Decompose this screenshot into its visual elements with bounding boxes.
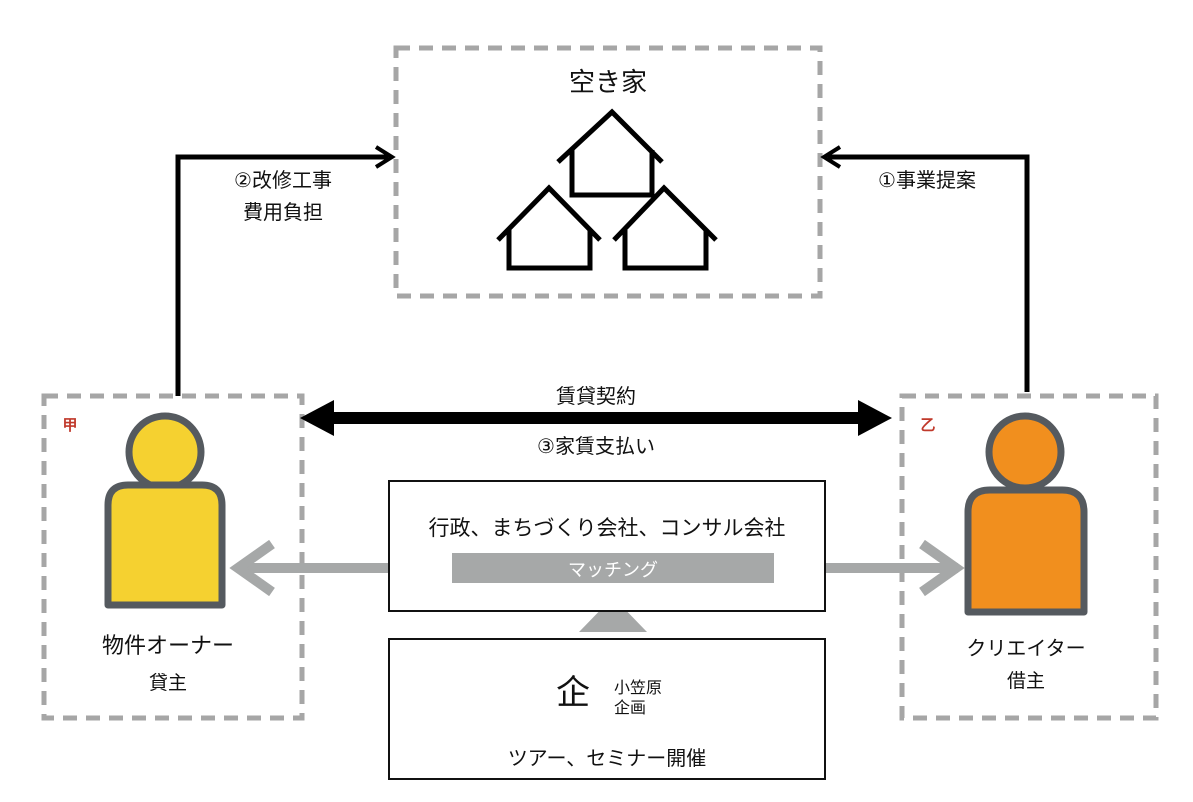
house-left-icon	[496, 184, 602, 271]
support-triangle	[579, 597, 647, 632]
owner-title: 物件オーナー	[101, 634, 234, 659]
vacant-house-frame	[393, 45, 823, 299]
owner-mark: 甲	[62, 416, 78, 434]
vacant-house-title: 空き家	[568, 68, 647, 98]
creator-mark: 乙	[920, 416, 936, 434]
matching-label: マッチング	[568, 560, 658, 581]
creator-title: クリエイター	[966, 636, 1086, 660]
lease-contract-label: 賃貸契約	[556, 384, 636, 408]
proposal-arrowhead	[820, 145, 842, 169]
logo-char: 企	[556, 673, 590, 713]
lease-double-arrow	[300, 400, 892, 436]
creator-role: 借主	[1006, 670, 1045, 692]
renovation-label-line2: 費用負担	[243, 200, 323, 224]
tour-caption: ツアー、セミナー開催	[507, 746, 707, 770]
owner-frame	[41, 393, 305, 721]
houses-icon	[496, 108, 718, 271]
intermediary-box: 行政、まちづくり会社、コンサル会社	[388, 480, 826, 612]
logo-text-line2: 企画	[614, 698, 647, 717]
matching-bar: マッチング	[452, 553, 774, 583]
rent-payment-label: ③家賃支払い	[537, 434, 655, 458]
proposal-arrow	[828, 154, 1030, 392]
owner-role: 貸主	[148, 672, 187, 694]
creator-person-icon	[964, 412, 1088, 616]
proposal-label: ①事業提案	[878, 168, 976, 192]
house-top-icon	[556, 108, 664, 198]
house-right-icon	[612, 184, 718, 271]
creator-frame	[899, 393, 1159, 721]
renovation-arrow	[175, 154, 388, 396]
renovation-label-line1: ②改修工事	[234, 168, 332, 192]
logo-text-line1: 小笠原	[614, 678, 663, 697]
tour-box: 企 小笠原 企画 ツアー、セミナー開催	[388, 638, 826, 780]
renovation-arrowhead	[374, 145, 396, 169]
owner-person-icon	[104, 412, 226, 609]
intermediary-title: 行政、まちづくり会社、コンサル会社	[428, 516, 786, 540]
